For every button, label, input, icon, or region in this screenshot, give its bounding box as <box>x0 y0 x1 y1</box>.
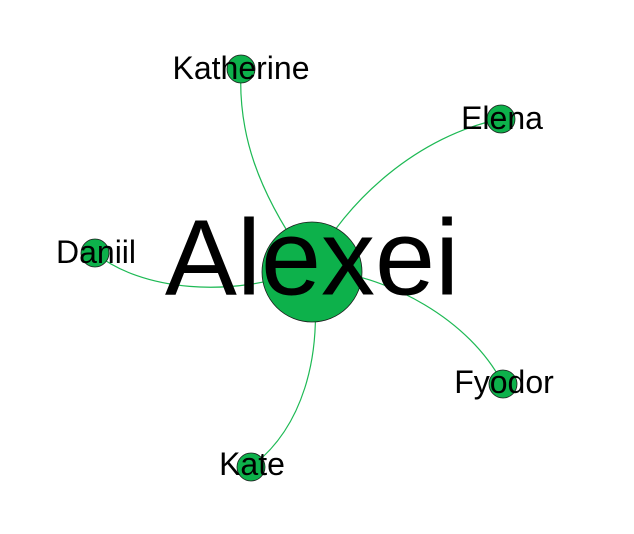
label-fyodor: Fyodor <box>454 364 554 400</box>
label-elena: Elena <box>461 100 543 136</box>
label-katherine: Katherine <box>173 50 310 86</box>
label-kate: Kate <box>219 446 285 482</box>
graph-nodes <box>80 54 518 482</box>
label-alexei: Alexei <box>165 197 459 318</box>
graph-labels: Katherine Elena Daniil Fyodor Kate Alexe… <box>56 50 554 482</box>
node-alexei[interactable] <box>261 221 363 323</box>
node-katherine[interactable] <box>226 54 256 84</box>
node-kate[interactable] <box>236 452 266 482</box>
node-elena[interactable] <box>486 104 516 134</box>
label-daniil: Daniil <box>56 234 136 270</box>
node-daniil[interactable] <box>80 238 110 268</box>
node-fyodor[interactable] <box>488 369 518 399</box>
